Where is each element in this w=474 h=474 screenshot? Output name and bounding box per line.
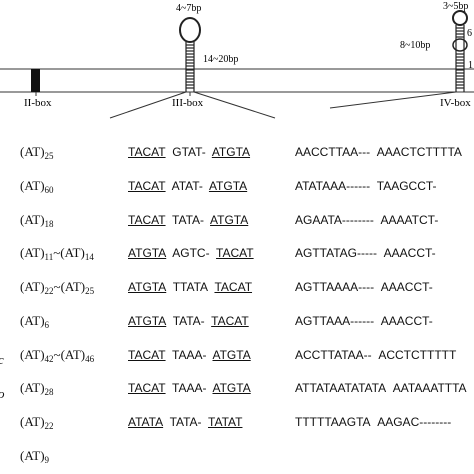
iii-box-seq: TACAT TAAA- ATGTA [128,381,251,395]
iv-box-seq: AGTTAAAA---- AAACCT- [295,280,433,294]
hairpin1-stem-label: 14~20bp [203,54,238,65]
left-edge-mark-2: o [0,386,5,402]
iii-box-seq: TACAT ATAT- ATGTA [128,179,248,193]
at-repeat: (AT)6 [20,313,50,330]
at-repeat: (AT)18 [20,212,54,229]
iii-box-seq: ATGTA TATA- TACAT [128,314,249,328]
iii-box-seq: TACAT GTAT- ATGTA [128,145,251,159]
iv-box-fan-left [329,91,457,109]
hairpin2-side-label-2: 1 [468,60,473,71]
at-repeat: (AT)11~(AT)14 [20,245,94,262]
hairpin2-side-label-1: 6 [467,28,472,39]
hairpin1-loop-label: 4~7bp [176,3,201,14]
iii-box-seq: TACAT TATA- ATGTA [128,213,249,227]
iii-box-fan-left [109,91,187,119]
iv-box-seq: AGAATA-------- AAAATCT- [295,213,439,227]
iv-box-seq: ACCTTATAA-- ACCTCTTTTT [295,348,457,362]
at-repeat: (AT)60 [20,178,54,195]
iv-box-seq: AGTTAAA------ AAACCT- [295,314,433,328]
at-repeat: (AT)28 [20,380,54,397]
ii-box-label: II-box [24,97,52,109]
iii-box-seq: ATGTA TTATA TACAT [128,280,253,294]
left-edge-mark-1: c [0,352,4,368]
iii-box-seq: ATATA TATA- TATAT [128,415,243,429]
at-repeat: (AT)9 [20,448,50,465]
at-repeat: (AT)22~(AT)25 [20,279,95,296]
iii-box-seq: ATGTA AGTC- TACAT [128,246,254,260]
iv-box-label: IV-box [440,97,471,109]
hairpin2-stem-label: 8~10bp [400,40,430,51]
at-repeat: (AT)42~(AT)46 [20,347,95,364]
iii-box-label: III-box [172,97,204,109]
iii-box-fan-right [193,91,276,119]
at-repeat: (AT)25 [20,144,54,161]
iii-box-hairpin [179,17,201,92]
hairpin2-loop-label: 3~5bp [443,1,468,12]
iv-box-seq: ATTATAATATATA AATAAATTTA [295,381,467,395]
iv-box-seq: TTTTTAAGTA AAGAC-------- [295,415,452,429]
iii-box-seq: TACAT TAAA- ATGTA [128,348,251,362]
iv-box-seq: ATATAAA------ TAAGCCT- [295,179,437,193]
at-repeat: (AT)22 [20,414,54,431]
iv-box-seq: AACCTTAA--- AAACTCTTTTA [295,145,462,159]
ii-box-block [31,69,40,92]
iv-box-hairpin [452,10,468,92]
iv-box-seq: AGTTATAG----- AAACCT- [295,246,436,260]
